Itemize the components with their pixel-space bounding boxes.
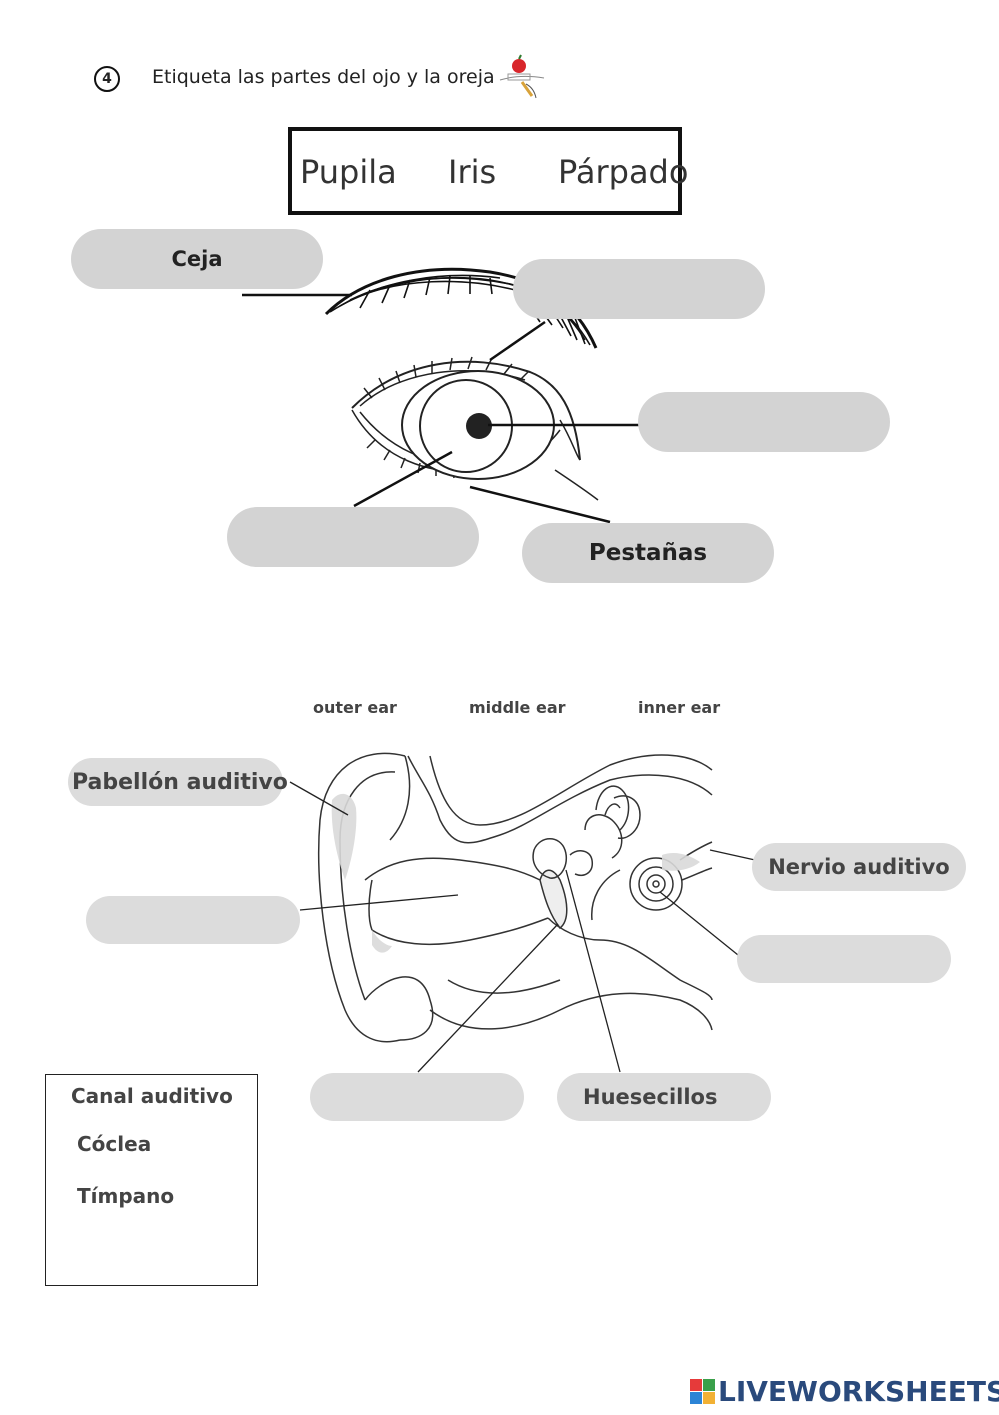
eye-word-bank: Pupila Iris Párpado — [288, 127, 688, 215]
eye-drawing — [351, 356, 599, 501]
word-bank-item: Canal auditivo — [71, 1084, 233, 1108]
word-bank-item: Tímpano — [77, 1184, 175, 1208]
pupil-shape — [466, 413, 492, 439]
brand-mark-icon — [690, 1379, 715, 1404]
coclea-leader-line — [659, 891, 739, 956]
eye-label-pestanas: Pestañas — [522, 523, 774, 583]
eye-answer-iris[interactable] — [227, 506, 479, 568]
ear-label-nervio: Nervio auditivo — [752, 843, 966, 891]
answer-input[interactable] — [310, 1072, 524, 1122]
answer-input[interactable] — [86, 895, 300, 945]
instruction-text: Etiqueta las partes del ojo y la oreja — [152, 66, 495, 88]
answer-input[interactable] — [227, 506, 479, 568]
eye-answer-pupila[interactable] — [638, 391, 890, 453]
ear-word-bank: Canal auditivo Cóclea Tímpano — [45, 1074, 258, 1286]
pabellon-leader-line — [289, 781, 349, 816]
answer-input[interactable] — [638, 391, 890, 453]
canal-leader-line — [299, 894, 459, 911]
iris-leader-line — [353, 450, 453, 508]
word-bank-item: Cóclea — [77, 1132, 152, 1156]
outer-ear-label: outer ear — [313, 698, 397, 717]
huesecillos-leader-line — [565, 869, 621, 1073]
iris-shape — [401, 370, 555, 480]
liveworksheets-logo: LIVEWORKSHEETS — [690, 1375, 999, 1408]
brand-name: LIVEWORKSHEETS — [718, 1375, 999, 1408]
inner-ear-label: inner ear — [638, 698, 721, 717]
pestanas-leader-line — [469, 485, 611, 524]
ear-answer-coclea[interactable] — [737, 934, 951, 984]
parpado-leader-line — [489, 320, 546, 362]
ear-label-pabellon: Pabellón auditivo — [68, 758, 288, 806]
ear-label-huesecillos: Huesecillos — [557, 1073, 771, 1121]
answer-input[interactable] — [513, 258, 765, 320]
eye-answer-parpado[interactable] — [513, 258, 765, 320]
ear-answer-canal[interactable] — [86, 895, 300, 945]
eye-label-ceja: Ceja — [71, 229, 323, 289]
question-number: 4 — [94, 66, 120, 92]
word-bank-item: Pupila — [300, 153, 397, 191]
middle-ear-label: middle ear — [469, 698, 566, 717]
word-bank-item: Párpado — [558, 153, 689, 191]
word-bank-item: Iris — [448, 153, 497, 191]
ear-answer-timpano[interactable] — [310, 1072, 524, 1122]
timpano-leader-line — [417, 923, 559, 1073]
answer-input[interactable] — [737, 934, 951, 984]
nervio-leader-line — [709, 849, 756, 861]
